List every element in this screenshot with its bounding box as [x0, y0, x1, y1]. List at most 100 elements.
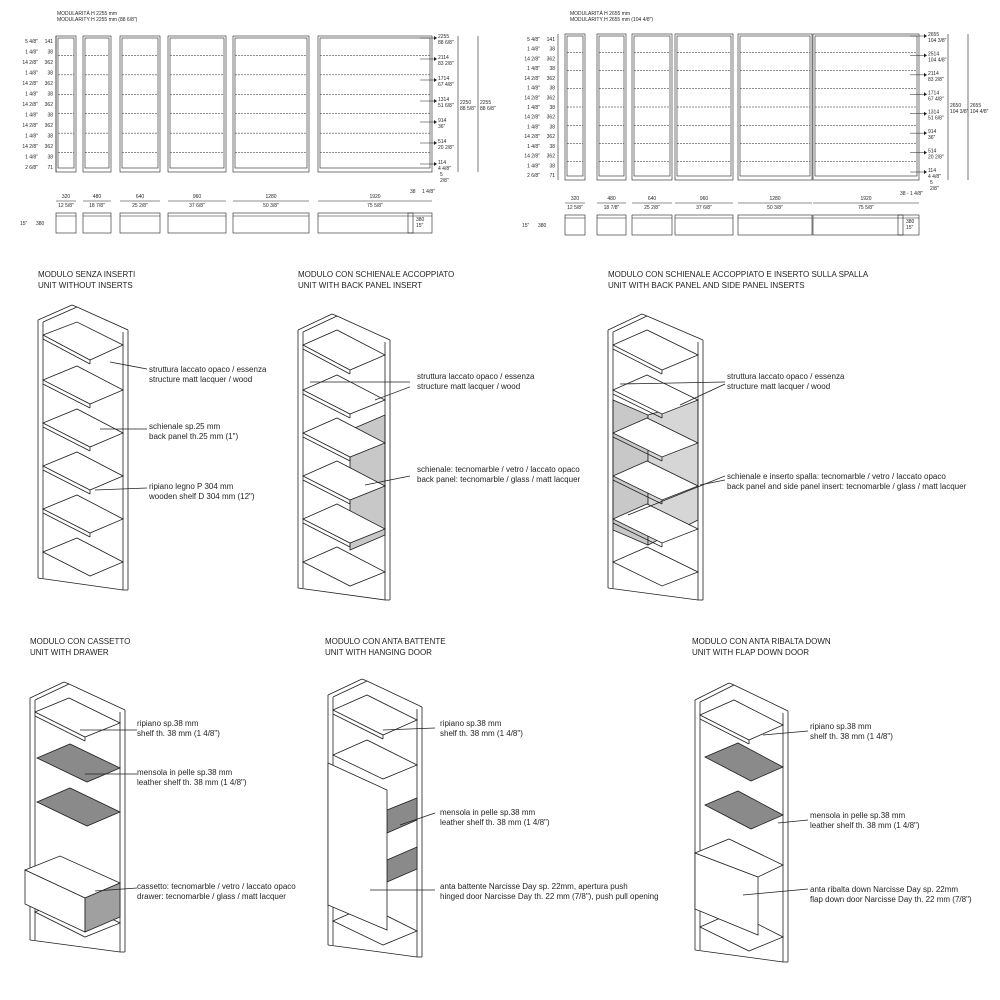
- width-inch: 37 6/8": [189, 203, 205, 209]
- bookcase-inner: [234, 37, 308, 169]
- height-mm: 1714: [438, 76, 449, 82]
- height-inch: 20 2/8": [928, 155, 944, 161]
- dim-left-mm: 38: [47, 112, 53, 118]
- bookcase-front: [167, 35, 227, 173]
- side-mm: 38 - 1 4/8": [900, 191, 923, 197]
- width-inch: 12 5/8": [58, 203, 74, 209]
- dim-left-mm: 38: [47, 154, 53, 160]
- bookcase-inner: [814, 35, 918, 177]
- bookcase-front: [119, 35, 161, 173]
- width-mm: 320: [571, 196, 580, 202]
- callout-m3-panels-en: back panel and side panel insert: tecnom…: [727, 482, 967, 491]
- bookcase-inner: [739, 35, 811, 177]
- dim-left-inch: 5 4/8": [25, 39, 38, 45]
- height-mm: 2114: [438, 55, 449, 61]
- callout-m5-door-it: anta battente Narcisse Day sp. 22mm, ape…: [440, 882, 628, 891]
- dim-left-inch: 1 4/8": [25, 71, 38, 77]
- callout-m2-back-panel: schienale: tecnomarble / vetro / laccato…: [417, 465, 580, 485]
- bookcase-inner: [566, 35, 584, 177]
- callout-m2-back-panel-it: schienale: tecnomarble / vetro / laccato…: [417, 465, 580, 474]
- plan-view: [55, 212, 77, 234]
- dim-left-title-en: MODULARITY H 2255 mm (88 6/8"): [57, 17, 138, 23]
- bookcase-inner: [633, 35, 671, 177]
- dim-left-title-it: MODULARITÀ H 2255 mm: [57, 11, 118, 17]
- dim-left-inch: 14 2/8": [524, 154, 540, 160]
- height-inch: 36": [928, 135, 936, 141]
- width-inch: 50 3/8": [767, 205, 783, 211]
- dim-left-inch: 1 4/8": [527, 66, 540, 72]
- dim-left-mm: 38: [47, 133, 53, 139]
- module-4-title-it: MODULO CON CASSETTO: [30, 637, 131, 646]
- module-2-title: MODULO CON SCHIENALE ACCOPPIATO UNIT WIT…: [298, 269, 454, 291]
- callout-m4-drawer-en: drawer: tecnomarble / glass / matt lacqu…: [137, 892, 286, 901]
- dim-left-inch: 1 4/8": [25, 112, 38, 118]
- callout-m4-shelf-en: shelf th. 38 mm (1 4/8"): [137, 729, 220, 738]
- bottom-gap-inch: 2/8": [440, 178, 449, 184]
- overall-height-total-inch: 88 6/8": [480, 106, 496, 112]
- width-mm: 480: [93, 194, 102, 200]
- dim-left-mm: 38: [549, 105, 555, 111]
- callout-m1-back-panel-en: back panel th.25 mm (1"): [149, 432, 239, 441]
- width-inch: 75 5/8": [858, 205, 874, 211]
- callout-m4-shelf-it: ripiano sp.38 mm: [137, 719, 199, 728]
- dim-left-mm: 38: [549, 124, 555, 130]
- height-inch: 83 2/8": [928, 77, 944, 83]
- unit-without-inserts-drawing: [37, 304, 148, 591]
- bookcase-inner: [57, 37, 75, 169]
- width-inch: 18 7/8": [89, 203, 105, 209]
- bookcase-front: [812, 33, 920, 181]
- dim-left-inch: 2 6/8": [527, 173, 540, 179]
- height-mm: 2655: [928, 32, 939, 38]
- plan-view: [631, 214, 673, 236]
- height-inch: 20 2/8": [438, 145, 454, 151]
- dim-left-inch: 14 2/8": [524, 76, 540, 82]
- callout-m6-leather-shelf: mensola in pelle sp.38 mm leather shelf …: [810, 811, 920, 831]
- callout-m3-structure-en: structure matt lacquer / wood: [727, 382, 831, 391]
- dim-left-mm: 38: [47, 92, 53, 98]
- callout-m2-structure-en: structure matt lacquer / wood: [417, 382, 521, 391]
- unit-with-flap-down-door-drawing: [693, 682, 809, 963]
- width-inch: 12 5/8": [567, 205, 583, 211]
- height-arrow: [924, 72, 927, 77]
- dim-left-inch: 14 2/8": [524, 134, 540, 140]
- bookcase-front: [82, 35, 112, 173]
- dim-left-inch: 1 4/8": [25, 50, 38, 56]
- dim-left-mm: 38: [549, 163, 555, 169]
- dim-left-inch: 14 2/8": [22, 60, 38, 66]
- depth-inch: 15": [20, 221, 28, 227]
- callout-m1-structure-it: struttura laccato opaco / essenza: [149, 365, 267, 374]
- width-mm: 960: [193, 194, 202, 200]
- dim-left-inch: 1 4/8": [25, 154, 38, 160]
- callout-m6-shelf-it: ripiano sp.38 mm: [810, 722, 872, 731]
- height-mm: 114: [928, 168, 936, 174]
- height-mm: 514: [438, 139, 447, 145]
- overall-height-total-mm: 2655: [970, 103, 981, 109]
- module-5-title-en: UNIT WITH HANGING DOOR: [325, 648, 432, 657]
- width-inch: 25 2/8": [644, 205, 660, 211]
- callout-m1-shelf: ripiano legno P 304 mm wooden shelf D 30…: [149, 482, 255, 502]
- module-2-title-en: UNIT WITH BACK PANEL INSERT: [298, 281, 423, 290]
- dim-left-inch: 1 4/8": [527, 47, 540, 53]
- dim-left-inch: 14 2/8": [22, 102, 38, 108]
- module-3-title-it: MODULO CON SCHIENALE ACCOPPIATO E INSERT…: [608, 270, 869, 279]
- bookcase-front: [596, 33, 627, 181]
- bookcase-front: [737, 33, 813, 181]
- bookcase-front: [317, 35, 433, 173]
- height-inch: 67 4/8": [928, 96, 944, 102]
- module-6-title-en: UNIT WITH FLAP DOWN DOOR: [692, 648, 810, 657]
- height-arrow: [924, 131, 927, 136]
- height-arrow: [434, 36, 437, 40]
- side-mm: 38: [410, 189, 416, 195]
- callout-m4-drawer: cassetto: tecnomarble / vetro / laccato …: [137, 882, 296, 902]
- module-4-title-en: UNIT WITH DRAWER: [30, 648, 109, 657]
- dim-left-mm: 362: [547, 95, 556, 101]
- bottom-gap-inch: 2/8": [930, 186, 939, 192]
- dim-left-mm: 141: [45, 39, 54, 45]
- height-inch: 104 3/8": [928, 38, 947, 44]
- width-mm: 640: [136, 194, 145, 200]
- dim-left-mm: 38: [549, 86, 555, 92]
- callout-m6-leather-shelf-it: mensola in pelle sp.38 mm: [810, 811, 906, 820]
- callout-m3-structure-it: struttura laccato opaco / essenza: [727, 372, 845, 381]
- dim-left-inch: 1 4/8": [527, 144, 540, 150]
